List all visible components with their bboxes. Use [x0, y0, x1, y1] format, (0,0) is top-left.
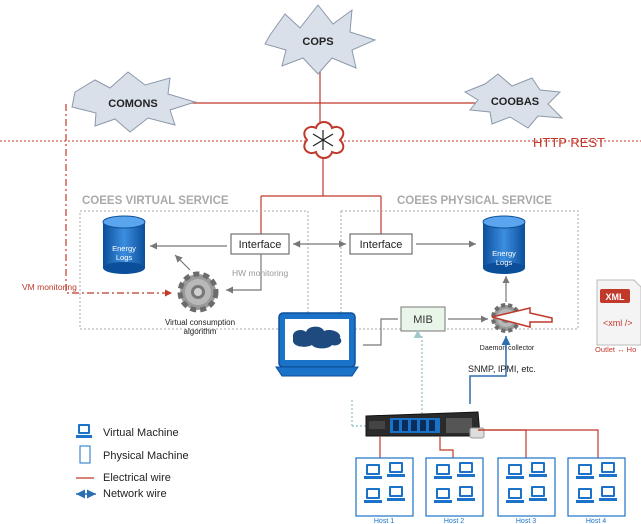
vm-icon [529, 486, 547, 501]
vm-icon [434, 464, 452, 479]
xml-feed-arrow [491, 307, 553, 328]
vm-icon [506, 488, 524, 503]
virtual-interface-box [230, 233, 290, 255]
vm-icon [576, 488, 594, 503]
host-label: Host 1 [374, 518, 394, 524]
db-algo-arrow [174, 254, 191, 271]
computer-monitor-icon [275, 312, 359, 377]
physical-service-box [340, 210, 579, 330]
vm-icon [529, 462, 547, 477]
network-hub-icon [303, 121, 345, 159]
vm-icon [506, 464, 524, 479]
physical-interface-box [349, 233, 413, 255]
vm-icon [387, 462, 405, 477]
cops-label: COPS [302, 36, 333, 48]
vm-monitoring-line [65, 104, 172, 297]
host-label: Host 3 [516, 518, 536, 524]
xml-tag: <xml /> [603, 318, 633, 328]
physical-interface-label: Interface [360, 239, 403, 251]
host-box: Host 1 [355, 457, 414, 524]
physical-db-label-2: Logs [496, 258, 513, 267]
coobas-label: COOBAS [491, 96, 539, 108]
legend-electrical-wire-label: Electrical wire [103, 472, 171, 484]
vm-icon [364, 488, 382, 503]
xml-document-icon: XML <xml /> [596, 279, 641, 346]
vm-icon [599, 486, 617, 501]
hw-monitoring-line [226, 254, 262, 294]
daemon-label: Daemon collector [480, 345, 535, 352]
host-label: Host 4 [586, 518, 606, 524]
snmp-network-line [469, 336, 511, 404]
mib-label: MIB [413, 314, 433, 326]
virtual-db-label-2: Logs [116, 253, 133, 262]
host-box: Host 4 [567, 457, 626, 524]
cops-cloud: COPS [264, 4, 377, 75]
vm-icon [434, 488, 452, 503]
legend-physical-machine-label: Physical Machine [103, 450, 189, 462]
virtual-service-box [79, 210, 309, 330]
virtual-db-label-1: Energy [112, 244, 136, 253]
http-rest-label: HTTP REST [533, 135, 605, 150]
virtual-energy-logs-db: Energy Logs [102, 215, 146, 274]
host-box: Host 2 [425, 457, 484, 524]
vm-icon [599, 462, 617, 477]
virtual-service-title: COEES VIRTUAL SERVICE [82, 195, 229, 207]
vm-monitoring-label: VM monitoring [22, 282, 77, 292]
legend-physical-machine-icon [79, 445, 91, 464]
virtual-algorithm-gear-icon [177, 271, 219, 313]
vm-icon [457, 486, 475, 501]
physical-service-title: COEES PHYSICAL SERVICE [397, 195, 552, 207]
legend: Virtual Machine Physical Machine Electri… [76, 424, 189, 500]
legend-virtual-machine-icon [76, 424, 92, 438]
computer-to-mib-line [363, 318, 398, 346]
vm-icon [576, 464, 594, 479]
host-box: Host 3 [497, 457, 556, 524]
physical-db-label-1: Energy [492, 249, 516, 258]
vm-icon [364, 464, 382, 479]
legend-virtual-machine-label: Virtual Machine [103, 427, 179, 439]
outlet-host-label: Outlet ↔ Ho [595, 345, 636, 354]
physical-energy-logs-db: Energy Logs [482, 215, 526, 274]
coobas-cloud: COOBAS [463, 73, 564, 129]
protocols-label: SNMP, IPMI, etc. [468, 364, 536, 374]
comons-cloud: COMONS [71, 71, 197, 133]
algorithm-label-1: Virtual consumption [165, 318, 235, 327]
power-distribution-unit [365, 411, 485, 439]
vm-icon [457, 462, 475, 477]
hw-monitoring-label: HW monitoring [232, 268, 288, 278]
host-label: Host 2 [444, 518, 464, 524]
vm-icon [387, 486, 405, 501]
algorithm-label-2: algorithm [184, 327, 217, 336]
xml-badge: XML [606, 292, 626, 302]
legend-network-wire-label: Network wire [103, 488, 167, 500]
comons-label: COMONS [108, 98, 158, 110]
mib-box [400, 306, 446, 332]
virtual-interface-label: Interface [239, 239, 282, 251]
